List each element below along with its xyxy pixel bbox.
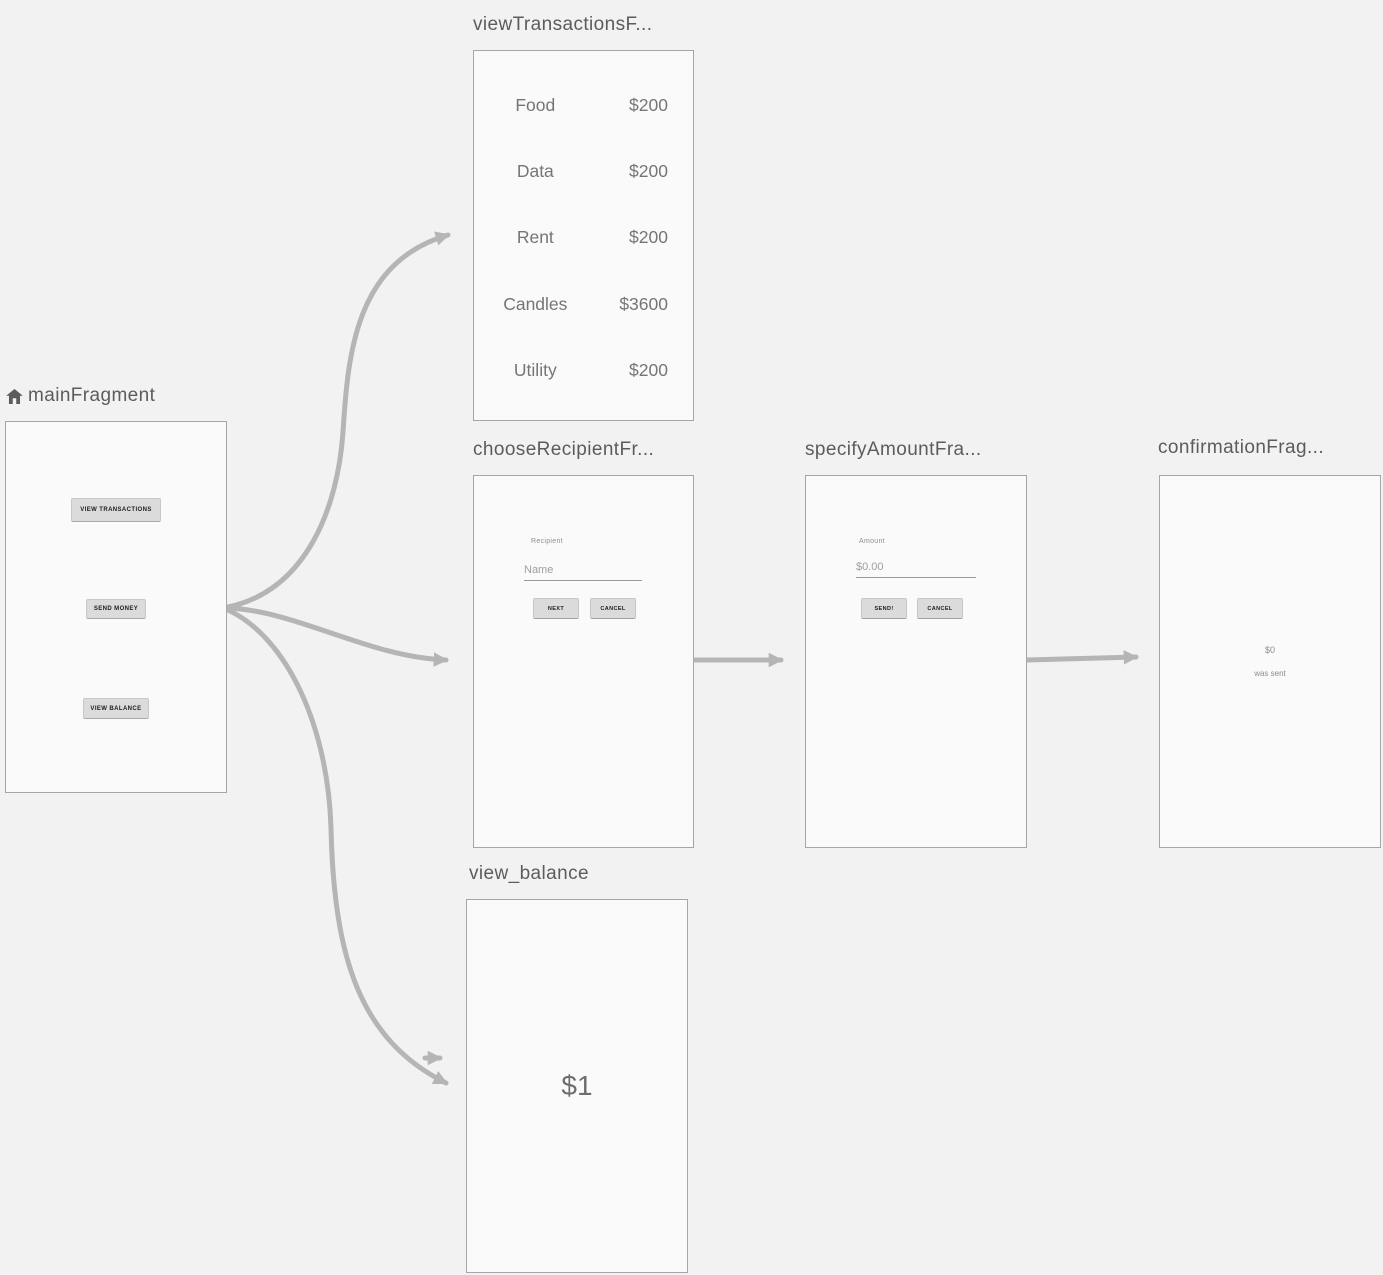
confirmation-amount: $0 (1264, 645, 1275, 655)
fragment-card-confirmation[interactable]: $0 was sent (1159, 475, 1381, 848)
fragment-card-choose-recipient[interactable]: Recipient Name NEXT CANCEL (473, 475, 694, 848)
balance-content: $1 (467, 900, 687, 1272)
action-main-to-view-transactions[interactable] (225, 231, 451, 610)
fragment-title-view-balance[interactable]: view_balance (469, 863, 589, 885)
transaction-label: Utility (513, 359, 557, 380)
fragment-title-view-transactions[interactable]: viewTransactionsF... (473, 14, 652, 36)
transactions-list: Food $200 Data $200 Rent $200 Candles $3… (474, 72, 693, 403)
transaction-row: Food $200 (474, 72, 693, 138)
transaction-amount: $200 (629, 359, 668, 380)
fragment-title-choose-recipient-label: chooseRecipientFr... (473, 439, 655, 460)
fragment-card-main[interactable]: VIEW TRANSACTIONS SEND MONEY VIEW BALANC… (5, 421, 227, 793)
preview-cancel-button: CANCEL (917, 598, 963, 619)
fragment-title-choose-recipient[interactable]: chooseRecipientFr... (473, 439, 654, 461)
fragment-card-view-balance[interactable]: $1 (466, 899, 688, 1273)
transaction-amount: $200 (629, 227, 668, 248)
action-main-to-view-balance[interactable] (225, 607, 449, 1086)
transaction-label: Candles (503, 293, 568, 314)
amount-field: $0.00 (856, 561, 976, 578)
preview-view-balance-button: VIEW BALANCE (83, 698, 149, 719)
amount-field-label: Amount (859, 538, 885, 545)
transaction-amount: $3600 (619, 293, 668, 314)
transaction-amount: $200 (629, 94, 668, 115)
action-specify-amount-to-confirmation[interactable] (1024, 650, 1139, 665)
recipient-field-label: Recipient (531, 538, 563, 545)
fragment-title-view-balance-label: view_balance (469, 863, 589, 884)
fragment-card-view-transactions[interactable]: Food $200 Data $200 Rent $200 Candles $3… (473, 50, 694, 421)
transaction-label: Food (515, 94, 556, 115)
balance-amount: $1 (561, 1070, 593, 1101)
preview-next-button: NEXT (533, 598, 579, 619)
fragment-title-main[interactable]: mainFragment (5, 385, 155, 407)
transaction-row: Candles $3600 (474, 271, 693, 337)
transaction-label: Rent (516, 227, 554, 248)
fragment-title-view-transactions-label: viewTransactionsF... (473, 14, 653, 35)
confirmation-message: was sent (1254, 669, 1286, 678)
preview-send-money-button: SEND MONEY (86, 599, 146, 619)
preview-send-button: SEND! (861, 598, 907, 619)
preview-view-transactions-button: VIEW TRANSACTIONS (71, 498, 161, 522)
action-main-to-choose-recipient[interactable] (225, 605, 449, 667)
preview-cancel-button: CANCEL (590, 598, 636, 619)
home-icon (5, 387, 24, 406)
transaction-row: Rent $200 (474, 205, 693, 271)
confirmation-content: $0 was sent (1160, 476, 1380, 847)
fragment-title-confirmation[interactable]: confirmationFrag... (1158, 437, 1324, 459)
transaction-amount: $200 (629, 160, 668, 181)
fragment-title-main-label: mainFragment (28, 385, 156, 406)
recipient-name-field: Name (524, 564, 642, 581)
fragment-title-specify-amount-label: specifyAmountFra... (805, 439, 982, 460)
fragment-title-confirmation-label: confirmationFrag... (1158, 437, 1324, 458)
transaction-row: Utility $200 (474, 337, 693, 403)
transaction-label: Data (516, 160, 554, 181)
fragment-card-specify-amount[interactable]: Amount $0.00 SEND! CANCEL (805, 475, 1027, 848)
transaction-row: Data $200 (474, 138, 693, 204)
fragment-title-specify-amount[interactable]: specifyAmountFra... (805, 439, 982, 461)
